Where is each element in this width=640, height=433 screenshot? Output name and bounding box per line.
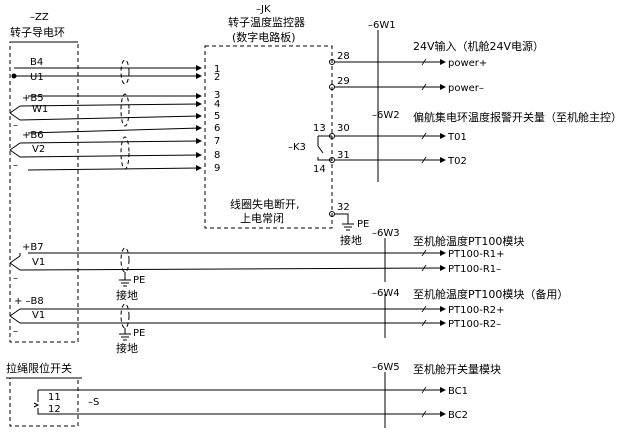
cable-6w5-label: –6W5 [372,362,400,373]
slip-ring-term-b8: + –B8 [14,296,44,307]
slip-ring-term-v2: V2 [32,144,45,155]
signal-power-minus: power– [448,83,484,94]
slip-ring-term-b5: +B5 [22,93,44,104]
svg-text:29: 29 [337,76,350,87]
cable-6w3-label: –6W3 [372,228,400,239]
heading-pt100-module: 至机舱温度PT100模块 [413,234,524,248]
rtd-symbol [9,142,21,158]
signal-t02: T02 [447,156,467,167]
slip-ring-term-v1b: V1 [32,310,45,321]
coil-note-line2: 上电常闭 [240,212,284,225]
cable-shield [120,247,130,273]
svg-text:14: 14 [313,164,326,175]
slip-ring-term-b7: +B7 [22,242,44,253]
svg-text:7: 7 [214,136,220,147]
svg-text:30: 30 [337,123,350,134]
switch-term-12: 12 [48,404,61,415]
switch-ref: –S [88,397,99,408]
cable-6w4-label: –6W4 [372,288,400,299]
rtd-symbol [9,308,21,324]
minus-sign: – [13,120,18,131]
monitor-ref: –JK [256,4,271,15]
signal-t01: T01 [447,132,467,143]
pe-label: PE [133,328,145,339]
svg-text:32: 32 [337,202,350,213]
minus-sign: – [13,160,18,171]
limit-switch-contact [33,389,52,415]
svg-text:28: 28 [337,51,350,62]
svg-text:3: 3 [214,90,220,101]
svg-text:2: 2 [214,72,220,83]
pe-wire [334,213,349,224]
monitor-left-terminals: 1 2 3 4 5 6 7 8 9 [214,64,220,174]
pt100-r2-wires [20,305,446,327]
switch-term-11: 11 [48,392,61,403]
ground-label: 接地 [116,289,138,302]
signal-pt100-r1-plus: PT100-R1+ [448,249,505,260]
pe-label: PE [133,275,145,286]
switch-wires [52,386,446,418]
slip-ring-term-u1: U1 [30,72,44,83]
relay-k3-contact [317,135,332,161]
slip-ring-term-w1: W1 [32,104,48,115]
ground-symbol [342,223,354,231]
svg-text:13: 13 [313,123,326,134]
pe-label: PE [357,219,369,230]
monitor-frame [204,45,333,229]
terminal-arrows [196,65,202,171]
minus-sign: – [13,273,18,284]
heading-pt100-backup: 至机舱温度PT100模块（备用） [413,287,568,301]
pt100-r1-wires [19,249,446,272]
coil-note-line1: 线圈失电断开, [230,197,300,211]
cable-shield [120,303,130,329]
signal-pt100-r2-plus: PT100-R2+ [448,305,505,316]
rtd-symbol [9,105,21,121]
cable-6w2-label: –6W2 [372,110,400,121]
heading-alarm-switch: 偏航集电环温度报警开关量（至机舱主控） [413,110,622,124]
svg-text:1: 1 [214,64,220,75]
slip-ring-ref: –ZZ [30,12,49,23]
monitor-title: 转子温度监控器 [228,15,305,29]
svg-text:4: 4 [214,99,220,110]
relay-k3-label: –K3 [288,142,306,153]
heading-switch-module: 至机舱开关量模块 [413,362,501,376]
cable-6w1-label: –6W1 [368,20,396,31]
heading-24v-input: 24V输入（机舱24V电源） [413,39,544,53]
minus-sign: – [13,326,18,337]
slip-ring-to-monitor-wires [14,67,201,171]
cable-shield [120,136,130,170]
signal-pt100-r1-minus: PT100-R1– [448,264,501,275]
slip-ring-term-b6: +B6 [22,130,44,141]
ground-label: 接地 [340,234,362,247]
signal-bc1: BC1 [448,386,468,397]
ground-label: 接地 [116,342,138,355]
svg-text:9: 9 [214,163,220,174]
monitor-subtitle: (数字电路板) [232,30,296,44]
svg-text:31: 31 [337,150,350,161]
slip-ring-term-v1: V1 [32,257,45,268]
outgoing-wires-alarm [335,132,446,164]
switch-frame [9,377,79,427]
switch-title: 拉绳限位开关 [6,361,72,375]
signal-bc2: BC2 [448,410,468,421]
signal-power-plus: power+ [448,58,487,69]
cable-shield [120,93,130,127]
ground-symbol [119,279,131,287]
slip-ring-title: 转子导电环 [10,25,65,39]
svg-text:6: 6 [214,123,220,134]
svg-text:8: 8 [214,150,220,161]
rtd-symbol [9,255,21,271]
monitor-right-terminals: 28 29 30 31 13 14 32 [313,51,350,213]
cable-shield [120,59,130,85]
slip-ring-frame [9,41,79,343]
ground-symbol [119,333,131,341]
outgoing-wires-24v [335,58,446,91]
slip-ring-term-b4: B4 [30,57,43,68]
signal-pt100-r2-minus: PT100-R2– [448,319,501,330]
svg-text:5: 5 [214,111,220,122]
